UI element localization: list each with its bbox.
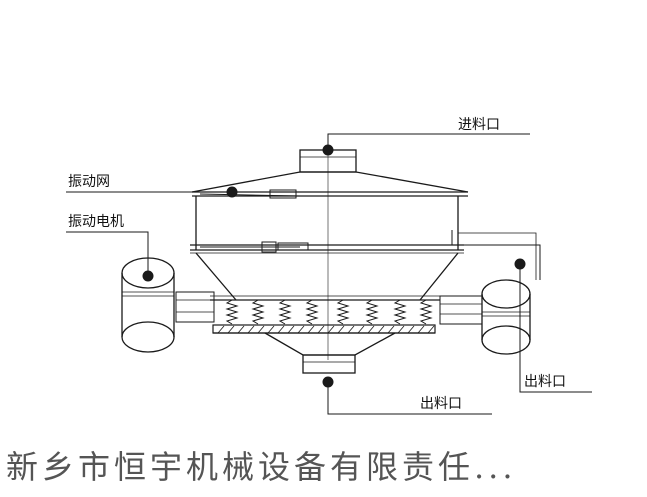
screen-mesh bbox=[199, 189, 309, 253]
bottom-outlet bbox=[302, 354, 356, 374]
side-outlet-leader bbox=[519, 264, 592, 393]
bottom-hopper bbox=[264, 332, 396, 356]
inlet-dot bbox=[322, 144, 334, 156]
inlet-leader bbox=[327, 133, 530, 150]
spring bbox=[365, 299, 379, 325]
support-springs bbox=[225, 299, 433, 325]
bottom-outlet-leader bbox=[327, 382, 492, 415]
label-side-outlet: 出料口 bbox=[524, 374, 566, 390]
left-motor bbox=[121, 257, 215, 353]
side-outlet-dot bbox=[514, 258, 526, 270]
machine-body bbox=[190, 149, 541, 374]
right-motor bbox=[439, 279, 531, 355]
spring bbox=[251, 299, 265, 325]
spring bbox=[278, 299, 292, 325]
label-inlet: 进料口 bbox=[458, 117, 500, 133]
base-hatch bbox=[217, 325, 435, 334]
label-bottom-outlet: 出料口 bbox=[420, 396, 462, 412]
motor-dot bbox=[142, 270, 154, 282]
side-outlet-spout bbox=[451, 230, 541, 280]
callouts bbox=[66, 133, 592, 415]
label-motor: 振动电机 bbox=[68, 214, 124, 230]
base-platform bbox=[212, 324, 436, 334]
footer-company: 新乡市恒宇机械设备有限责任... bbox=[6, 448, 517, 486]
screen-dot bbox=[226, 186, 238, 198]
motor-leader bbox=[66, 231, 149, 276]
label-screen: 振动网 bbox=[68, 174, 110, 190]
spring bbox=[419, 299, 433, 325]
spring bbox=[225, 299, 239, 325]
spring bbox=[305, 299, 319, 325]
spring bbox=[393, 299, 407, 325]
lower-cone bbox=[195, 252, 237, 301]
spring bbox=[336, 299, 350, 325]
bottom-outlet-dot bbox=[322, 376, 334, 388]
